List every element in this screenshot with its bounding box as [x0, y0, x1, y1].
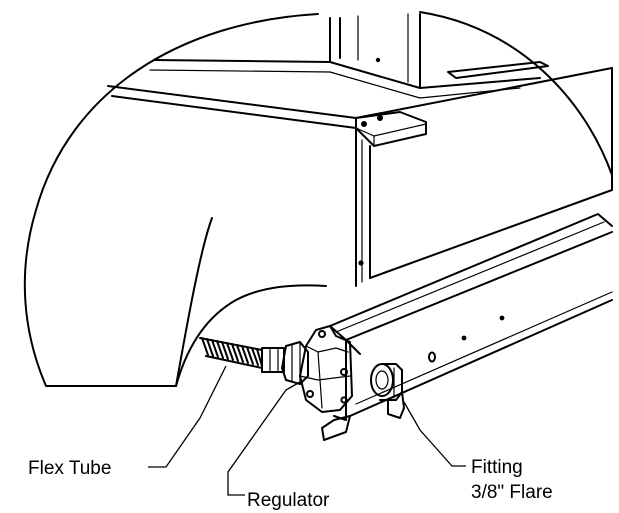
- label-regulator: Regulator: [247, 490, 330, 511]
- label-fitting-size: 3/8" Flare: [471, 482, 553, 503]
- label-fitting: Fitting: [471, 457, 523, 478]
- manifold-rail: [321, 213, 613, 441]
- flex-tube: [199, 337, 263, 369]
- detail-view-outline: [23, 11, 613, 387]
- cabinet-frame: [107, 13, 613, 287]
- flare-fitting: [370, 363, 405, 419]
- leader-lines: [148, 365, 466, 496]
- label-flex-tube: Flex Tube: [28, 458, 111, 479]
